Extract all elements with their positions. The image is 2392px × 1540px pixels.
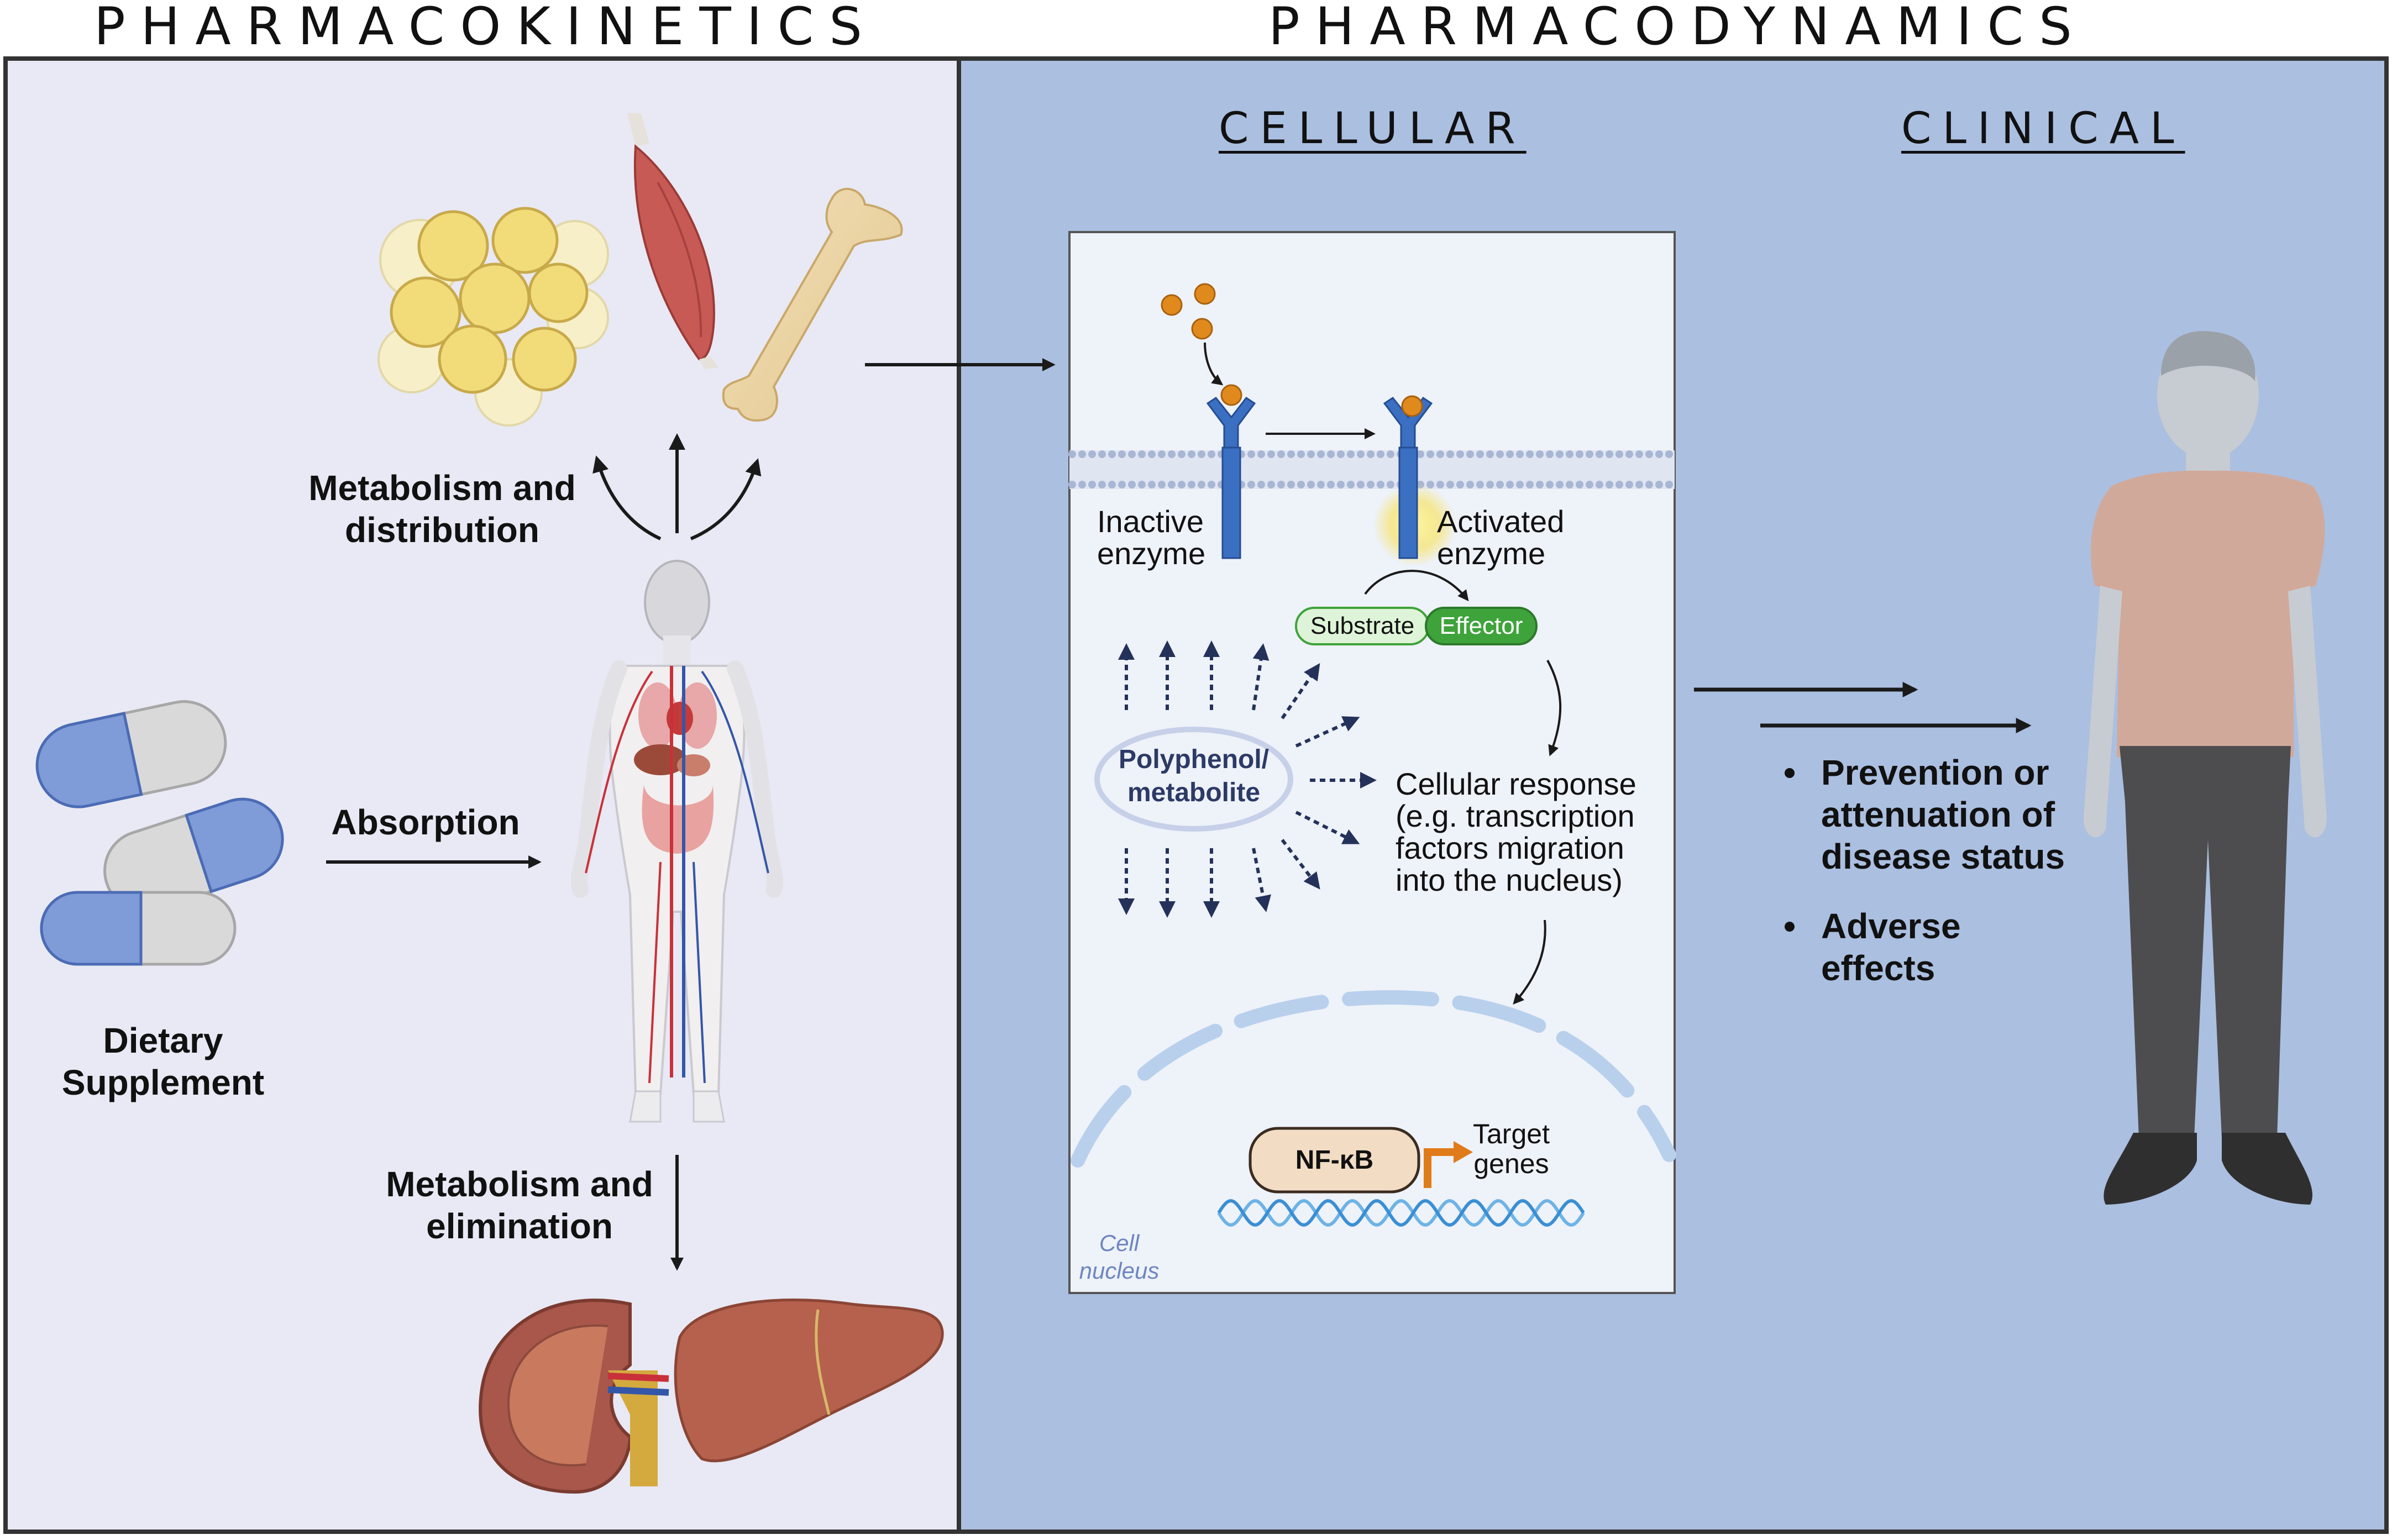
clinical-header: CLINICAL xyxy=(1901,104,2185,154)
ligand-molecules-icon xyxy=(1161,283,1216,340)
patient-person-icon xyxy=(2084,331,2327,1205)
metabolism-elimination-label: Metabolism and elimination xyxy=(386,1164,653,1246)
inactive-enzyme-icon xyxy=(1206,384,1256,559)
effect-prevention: Prevention or attenuation of disease sta… xyxy=(1782,751,2065,877)
pill-capsule-icon-1 xyxy=(35,700,227,808)
muscle-icon xyxy=(627,113,718,369)
nucleus-envelope xyxy=(1071,990,1676,1168)
ligand-binding-arrow xyxy=(1204,342,1224,386)
effector-label: Effector xyxy=(1439,612,1523,639)
nfkb-box xyxy=(1249,1127,1420,1194)
nfkb-label: NF-κB xyxy=(1295,1145,1374,1175)
dietary-supplement-label: Dietary Supplement xyxy=(61,1021,265,1102)
effector-pill xyxy=(1425,607,1538,645)
inactive-enzyme-label: Inactive enzyme xyxy=(1097,504,1206,571)
pharmacodynamics-header: PHARMACODYNAMICS xyxy=(1268,0,2087,57)
bone-icon xyxy=(722,188,903,422)
pharmacokinetics-header: PHARMACOKINETICS xyxy=(94,0,878,57)
liver-icon xyxy=(674,1299,944,1463)
metabolism-distribution-label: Metabolism and distribution xyxy=(308,468,576,550)
activated-enzyme-label: Activated enzyme xyxy=(1437,504,1565,571)
dna-helix-icon xyxy=(1217,1199,1585,1227)
activated-enzyme-icon xyxy=(1383,395,1433,559)
clinical-effects-list: Prevention or attenuation of disease sta… xyxy=(1782,751,2065,1017)
arrow-to-adipose xyxy=(592,455,662,540)
substrate-conversion-arrow xyxy=(1364,570,1469,602)
polyphenol-label: Polyphenol/ metabolite xyxy=(1118,745,1269,807)
arrow-to-bone xyxy=(690,458,762,540)
effect-adverse: Adverse effects xyxy=(1782,905,2065,989)
substrate-label: Substrate xyxy=(1310,612,1415,639)
human-anatomy-icon xyxy=(571,560,783,1123)
adipose-tissue-icon xyxy=(377,207,609,427)
promoter-arrow-icon xyxy=(1424,1148,1456,1188)
target-genes-label: Target genes xyxy=(1473,1118,1550,1179)
effector-to-response-arrow xyxy=(1546,660,1562,756)
cellular-header: CELLULAR xyxy=(1219,104,1527,154)
cellular-response-label: Cellular response (e.g. transcription fa… xyxy=(1396,766,1636,897)
cell-nucleus-label: Cell nucleus xyxy=(1079,1230,1160,1284)
polyphenol-oval xyxy=(1094,727,1293,832)
pill-capsule-icon-3 xyxy=(40,891,237,966)
response-to-nucleus-arrow xyxy=(1513,919,1546,1005)
absorption-label: Absorption xyxy=(331,802,520,842)
pill-capsule-icon-2 xyxy=(103,797,284,913)
kidney-icon xyxy=(479,1299,669,1494)
diffusion-arrows xyxy=(1118,640,1377,918)
